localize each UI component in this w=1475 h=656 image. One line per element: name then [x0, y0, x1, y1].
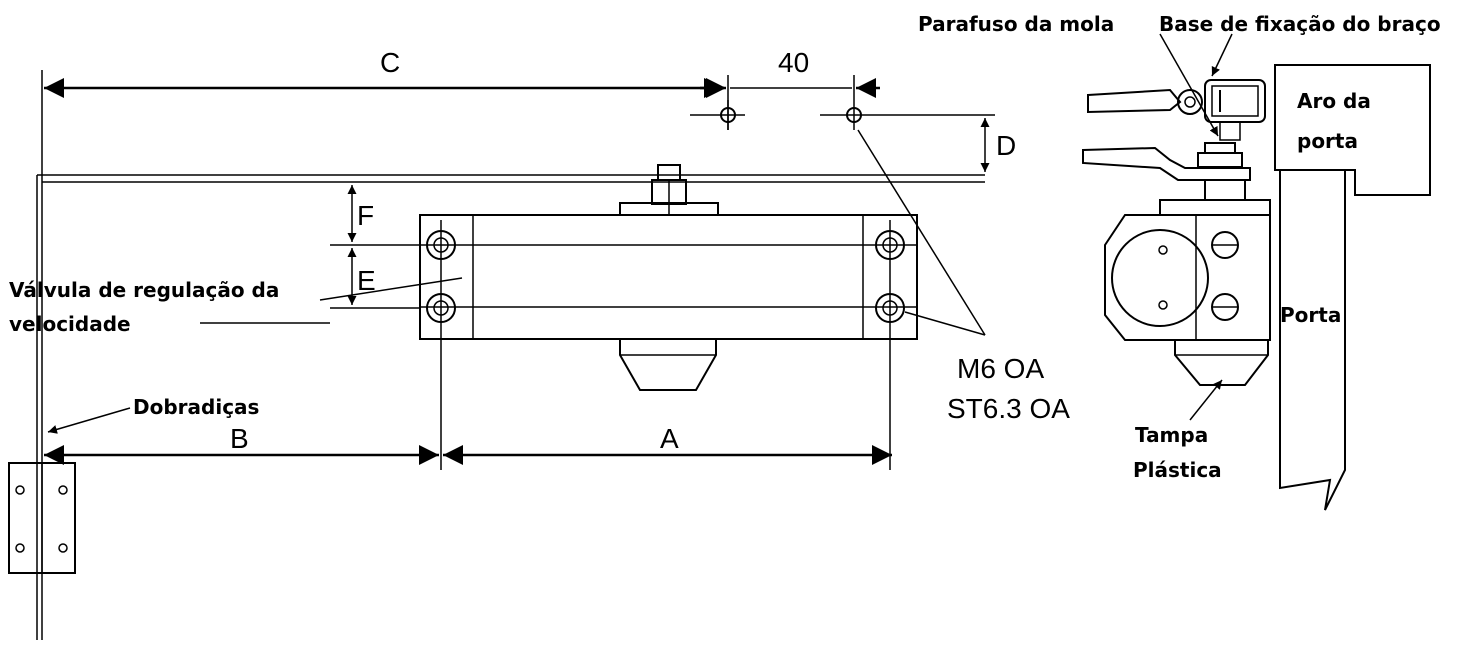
dimension-d-label: D — [996, 130, 1016, 161]
closer-side-view: Parafuso da mola Base de fixação do braç… — [918, 12, 1441, 511]
closer-body — [419, 164, 918, 391]
plastic-cap-label-2: Plástica — [1133, 458, 1222, 482]
dimension-b-label: B — [230, 423, 249, 454]
speed-valve-label-2: velocidade — [9, 312, 131, 336]
speed-valve-label: Válvula de regulação da — [9, 278, 279, 302]
door-frame-label-2: porta — [1297, 129, 1358, 153]
plastic-cap-icon — [1174, 340, 1269, 386]
plastic-cap-label: Tampa — [1135, 423, 1208, 447]
arm-base-icon — [1087, 79, 1266, 141]
door-frame — [1274, 64, 1431, 196]
dimension-40-label: 40 — [778, 47, 809, 78]
closer-top-view: C 40 D F E B A Válvula de regulação da v… — [8, 47, 1070, 640]
dimension-f-label: F — [357, 200, 374, 231]
dimension-a-label: A — [660, 423, 679, 454]
dimension-c-label: C — [380, 47, 400, 78]
door-leaf — [1279, 169, 1346, 511]
hinges-label: Dobradiças — [133, 395, 259, 419]
screw-spec-label: M6 OA — [957, 353, 1044, 384]
dimension-e-label: E — [357, 265, 376, 296]
arm-base-label: Base de fixação do braço — [1159, 12, 1441, 36]
screw-spec-label-2: ST6.3 OA — [947, 393, 1070, 424]
hinge-icon — [8, 462, 76, 574]
door-frame-label: Aro da — [1297, 89, 1371, 113]
spring-screw-label: Parafuso da mola — [918, 12, 1114, 36]
door-label: Porta — [1280, 303, 1341, 327]
bracket-hole-icon — [690, 100, 862, 130]
